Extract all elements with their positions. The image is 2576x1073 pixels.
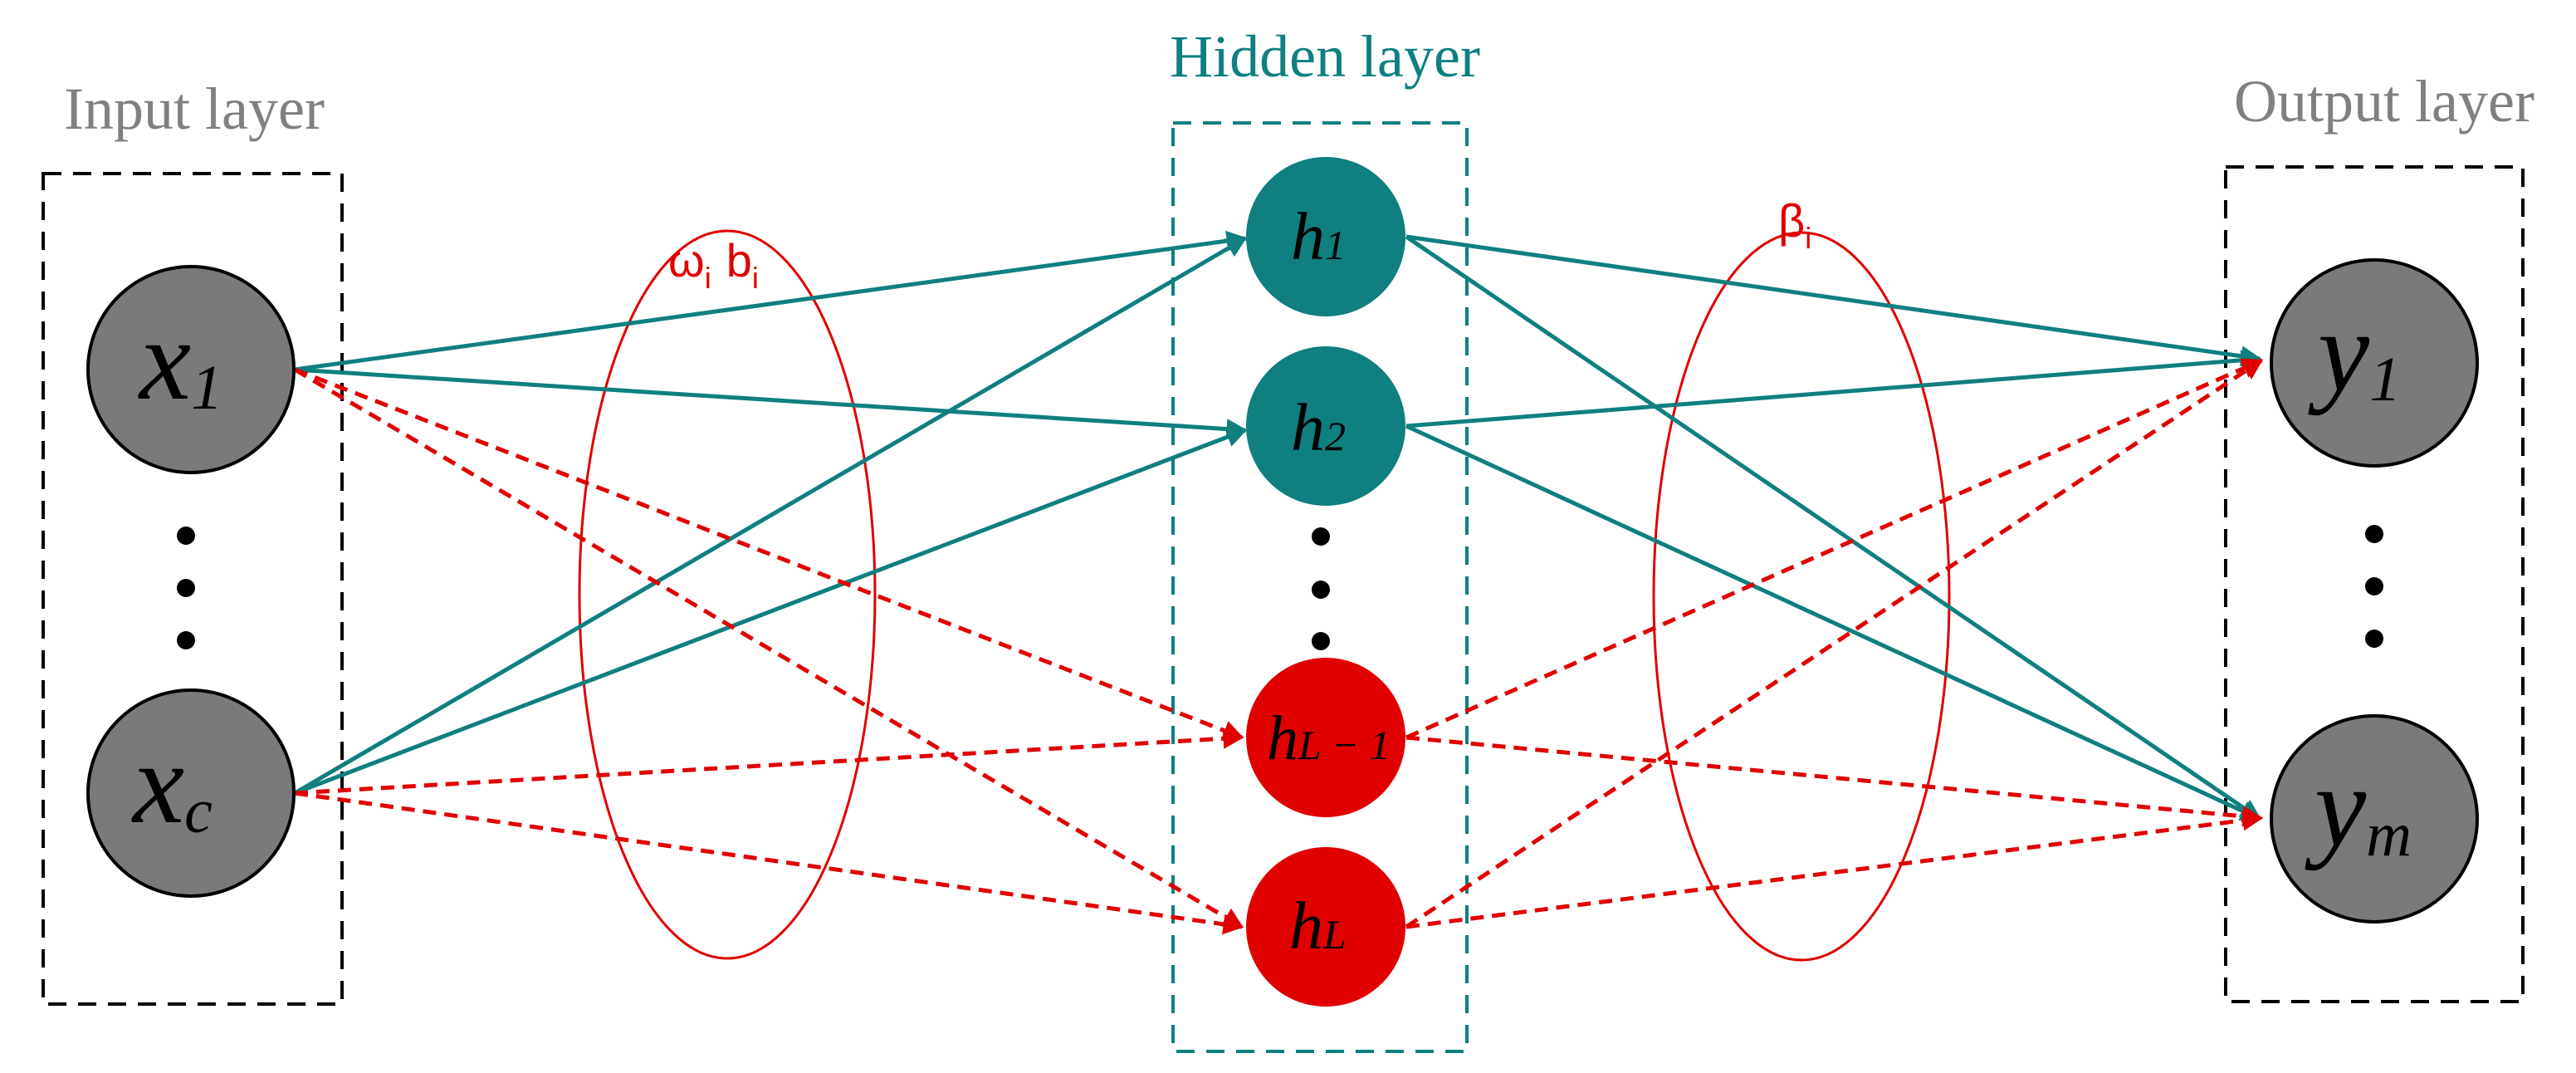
output-weights-ellipse <box>1652 231 1951 962</box>
hidden-dot <box>1312 632 1330 650</box>
edge-hL-ym <box>1405 810 2264 929</box>
edge-hL-y1 <box>1405 358 2264 929</box>
input-layer-title: Input layer <box>64 76 325 142</box>
output-layer-title: Output layer <box>2234 68 2534 135</box>
edge-x1-hL1 <box>294 367 1244 741</box>
input-weights-ellipse <box>578 229 877 960</box>
hidden-node-hL-1-label: hL − 1 <box>1267 703 1391 773</box>
output-ellipsis-dots <box>2365 525 2383 648</box>
hidden-layer-box <box>1171 121 1469 1053</box>
input-dot <box>177 579 195 597</box>
edge-x1-h2 <box>294 367 1248 440</box>
hidden-ellipsis-dots <box>1312 527 1330 650</box>
input-node-xc-circle <box>86 688 296 898</box>
hidden-dot <box>1312 581 1330 599</box>
hidden-dot <box>1312 527 1330 546</box>
hidden-node-h2: h2 <box>1246 346 1405 506</box>
edge-h2-ym <box>1405 424 2262 821</box>
input-node-xc-label: xc <box>131 719 213 848</box>
input-node-x1-circle <box>86 265 296 474</box>
solid-connections <box>293 230 2262 821</box>
input-layer-box <box>42 172 344 1006</box>
edge-h1-ym <box>1405 234 2262 821</box>
hidden-node-h1-label: h1 <box>1291 198 1346 274</box>
input-dot <box>177 631 195 649</box>
hidden-node-hL-1-circle <box>1246 658 1405 817</box>
output-node-ym-label: ym <box>2305 742 2412 871</box>
omega-subscript: i <box>705 261 711 295</box>
output-node-ym-circle <box>2270 714 2479 924</box>
edge-xc-hL <box>294 791 1244 935</box>
hidden-node-hL: hL <box>1246 847 1405 1007</box>
hidden-node-h1-circle <box>1246 157 1405 316</box>
input-node-x1: x1 <box>86 265 296 474</box>
hidden-node-h1: h1 <box>1246 157 1405 316</box>
hidden-node-hL-circle <box>1246 847 1405 1007</box>
output-weights-label: βi <box>1778 194 1811 255</box>
output-dot <box>2365 630 2383 648</box>
edge-hL1-y1 <box>1405 358 2264 740</box>
output-dot <box>2365 525 2383 543</box>
edge-h1-y1 <box>1405 234 2262 367</box>
bias-symbol: b <box>726 234 752 287</box>
dashed-connections <box>293 358 2264 935</box>
input-node-x1-label: x1 <box>138 296 222 424</box>
hidden-node-h2-circle <box>1246 346 1405 506</box>
output-dot <box>2365 577 2383 595</box>
output-node-y1-circle <box>2270 258 2479 468</box>
output-node-y1-label: y1 <box>2308 287 2401 416</box>
omega-symbol: ω <box>668 234 705 287</box>
beta-symbol: β <box>1778 194 1805 247</box>
output-node-y1: y1 <box>2270 258 2479 468</box>
hidden-node-h2-label: h2 <box>1291 390 1346 465</box>
beta-subscript: i <box>1805 221 1811 255</box>
bias-subscript: i <box>752 261 759 295</box>
edge-x1-h1 <box>294 230 1248 372</box>
edge-h2-y1 <box>1405 350 2262 429</box>
input-dot <box>177 527 195 545</box>
edge-xc-h2 <box>294 427 1248 796</box>
edge-x1-hL <box>293 367 1244 929</box>
edge-xc-h1 <box>293 236 1248 796</box>
input-node-xc: xc <box>86 688 296 898</box>
edge-xc-hL1 <box>294 728 1244 796</box>
input-ellipsis-dots <box>177 527 195 649</box>
output-node-ym: ym <box>2270 714 2479 924</box>
hidden-node-hL-1: hL − 1 <box>1246 658 1405 817</box>
hidden-layer-title: Hidden layer <box>1170 23 1480 90</box>
hidden-node-hL-label: hL <box>1289 888 1347 963</box>
edge-hL1-ym <box>1405 735 2264 827</box>
